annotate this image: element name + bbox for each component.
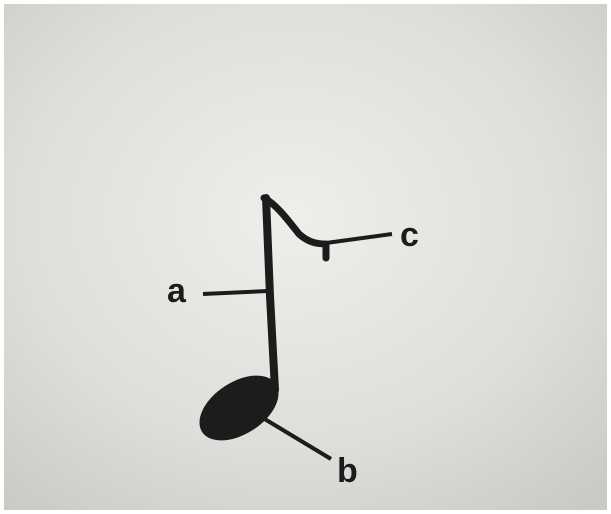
label-b: b	[337, 452, 358, 490]
note-head	[199, 375, 279, 441]
note-stem	[262, 194, 279, 394]
note-flag	[260, 194, 330, 262]
leader-line-a	[202, 289, 269, 296]
label-a: a	[167, 272, 187, 310]
leader-line-b	[256, 413, 333, 461]
leader-line-c	[325, 232, 393, 245]
label-c: c	[400, 216, 419, 254]
